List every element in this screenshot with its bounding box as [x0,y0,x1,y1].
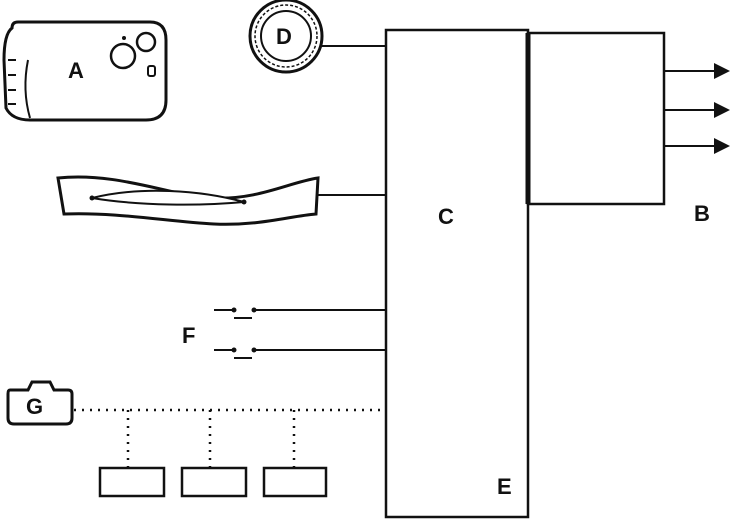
component-f-switches [214,307,386,359]
block-c-control-unit [384,28,530,519]
label-d: D [276,24,292,49]
node-box-3 [262,466,328,498]
label-b: B [694,201,710,226]
component-d-round-sensor: D [248,0,324,74]
component-a-key-fob: A [2,20,168,122]
label-a: A [68,58,84,83]
label-g: G [26,394,43,419]
component-antenna-strip [56,175,320,226]
label-c: C [438,204,454,229]
label-f: F [182,323,195,348]
component-g-camera-module: G [6,380,74,426]
node-box-1 [98,466,166,498]
label-e: E [497,474,512,499]
block-b-output-module [526,31,666,206]
node-box-2 [180,466,248,498]
